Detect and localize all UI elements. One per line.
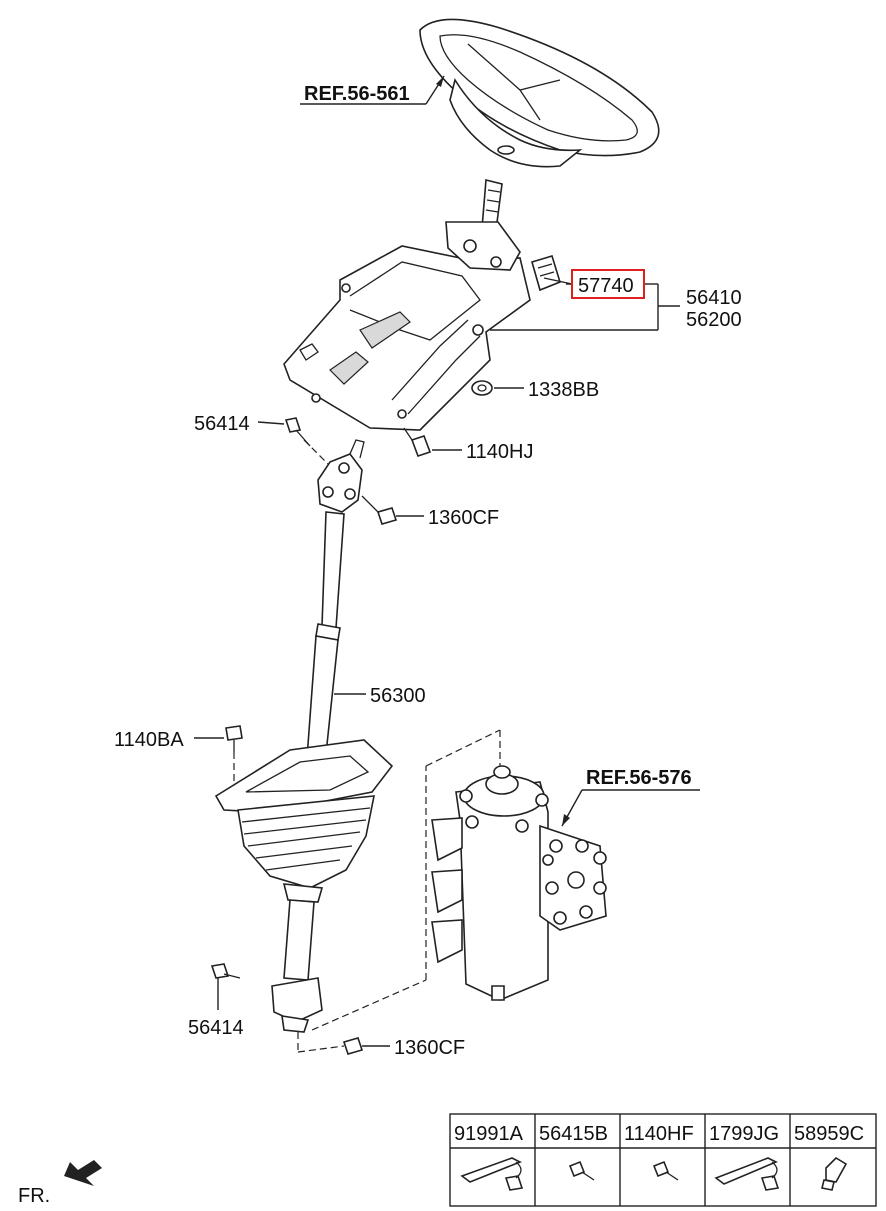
ref-56-576-callout[interactable]: REF.56-576 xyxy=(561,767,700,827)
table-cell-56415B: 56415B xyxy=(539,1123,608,1145)
clip-1360CF-top[interactable]: 1360CF xyxy=(361,495,499,529)
gear-connection-dashed xyxy=(311,729,501,1031)
ref-56-561-label: REF.56-561 xyxy=(304,83,410,105)
ref-56-576-label: REF.56-576 xyxy=(586,767,692,789)
lower-shaft[interactable] xyxy=(271,899,323,1033)
part-56414-top-label: 56414 xyxy=(194,413,250,435)
part-57740-label: 57740 xyxy=(578,275,634,297)
part-56300-label: 56300 xyxy=(370,685,426,707)
part-57740-callout[interactable]: 57740 xyxy=(571,269,645,299)
steering-wheel[interactable] xyxy=(419,18,660,168)
universal-joint-top[interactable] xyxy=(317,439,365,513)
upper-column-assembly[interactable] xyxy=(283,178,561,431)
front-direction-indicator: FR. xyxy=(18,1160,102,1207)
part-1140HJ-label: 1140HJ xyxy=(466,441,533,463)
bolt-56414-top[interactable]: 56414 xyxy=(194,413,335,471)
bolt-icon xyxy=(652,1160,679,1181)
ref-56-561-callout[interactable]: REF.56-561 xyxy=(300,75,445,105)
steering-gear-box[interactable] xyxy=(431,765,607,1001)
parts-table: 91991A 56415B 1140HF 1799JG 58959C xyxy=(449,1113,877,1207)
screw-icon xyxy=(568,1160,595,1181)
table-cell-58959C: 58959C xyxy=(794,1123,864,1145)
part-1360CF-bottom-label: 1360CF xyxy=(394,1037,465,1059)
cable-tie-icon xyxy=(460,1157,524,1191)
arrow-down-left-icon xyxy=(64,1160,102,1186)
nut-1338BB[interactable]: 1338BB xyxy=(471,379,599,401)
part-56414-bottom-label: 56414 xyxy=(188,1017,244,1039)
highlight-box xyxy=(571,269,645,299)
table-cell-1140HF: 1140HF xyxy=(624,1123,694,1145)
intermediate-shaft-56300[interactable]: 56300 xyxy=(301,511,426,831)
part-1360CF-top-label: 1360CF xyxy=(428,507,499,529)
bolt-56414-bottom[interactable]: 56414 xyxy=(188,963,244,1039)
part-1140BA-label: 1140BA xyxy=(114,729,184,751)
bolt-1140HJ[interactable]: 1140HJ xyxy=(403,427,533,463)
part-56410-label: 56410 xyxy=(686,287,742,309)
wire-tie-icon xyxy=(714,1157,780,1191)
part-56200-label: 56200 xyxy=(686,309,742,331)
direction-label: FR. xyxy=(18,1185,50,1207)
floor-seal-boot[interactable] xyxy=(214,739,394,903)
table-cell-91991A: 91991A xyxy=(454,1123,524,1145)
part-1338BB-label: 1338BB xyxy=(528,379,599,401)
table-cell-1799JG: 1799JG xyxy=(709,1123,779,1145)
connector-icon xyxy=(821,1156,848,1191)
clip-1360CF-bottom[interactable]: 1360CF xyxy=(297,1032,465,1059)
bolt-1140BA[interactable]: 1140BA xyxy=(114,725,243,792)
